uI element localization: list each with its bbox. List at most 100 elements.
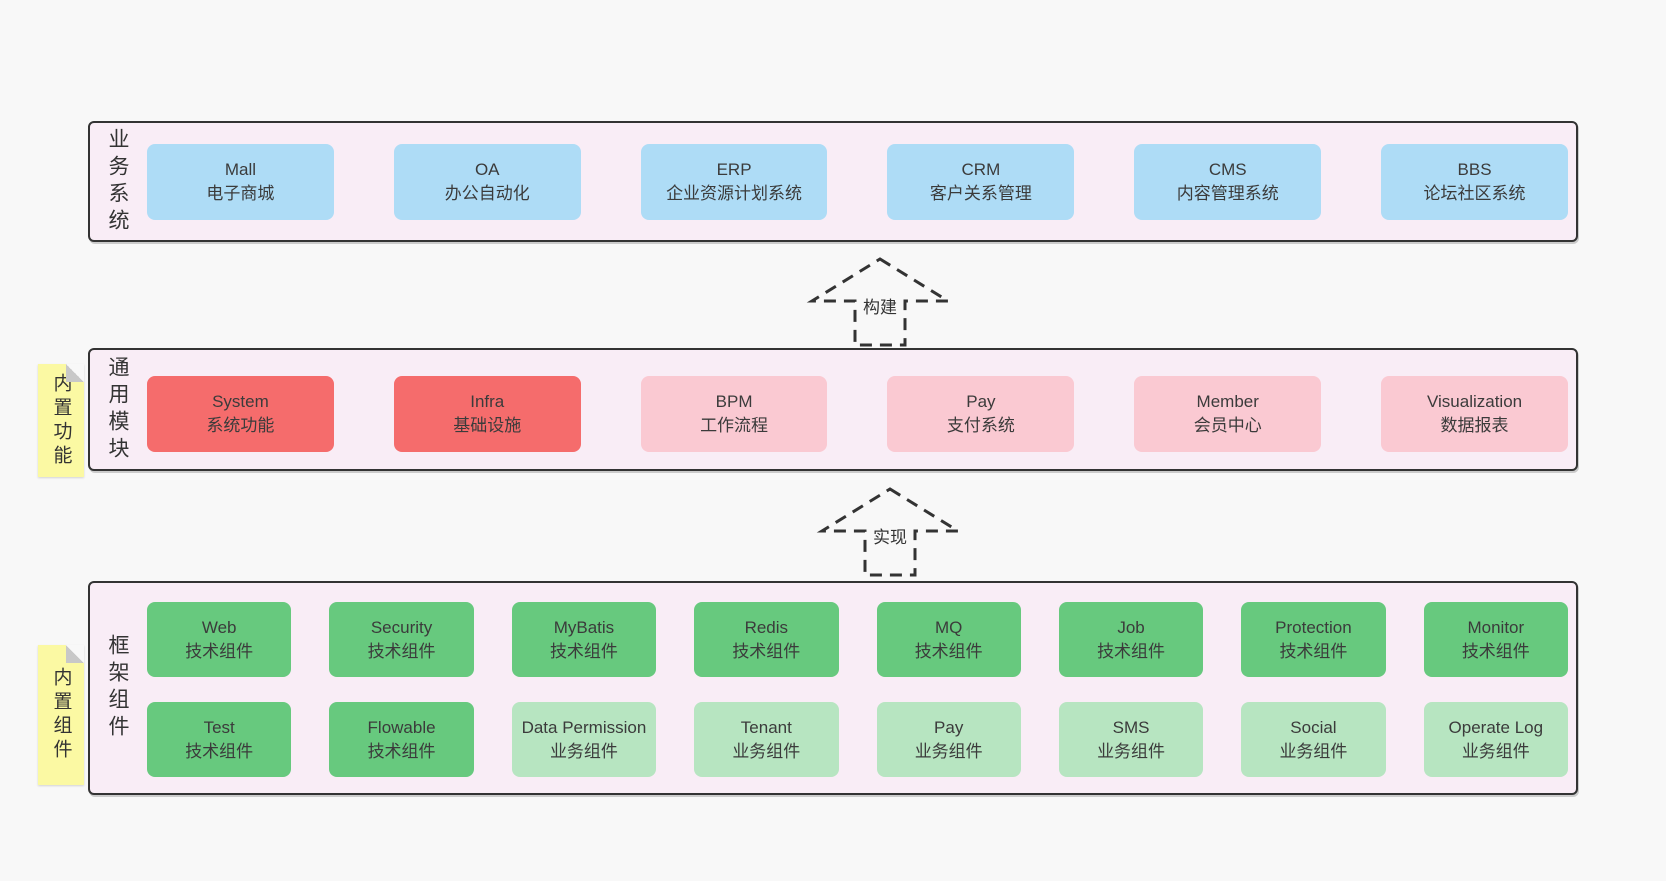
- module-box-job: Job 技术组件: [1058, 602, 1204, 677]
- module-title: Monitor: [1467, 617, 1525, 637]
- module-subtitle: 内容管理系统: [1176, 184, 1279, 203]
- dashed-up-arrow-icon: [806, 257, 954, 347]
- build-arrow-label: 构建: [860, 293, 900, 318]
- module-subtitle: 技术组件: [367, 741, 436, 761]
- module-title: CMS: [1208, 160, 1247, 179]
- module-title: Social: [1290, 717, 1337, 737]
- module-box-operate-log: Operate Log 业务组件: [1423, 702, 1568, 777]
- module-box-crm: CRM 客户关系管理: [887, 144, 1075, 220]
- module-subtitle: 业务组件: [1461, 741, 1530, 761]
- module-subtitle: 会员中心: [1193, 416, 1262, 435]
- sticky-note-built-in-features: 内置功能: [38, 364, 84, 477]
- module-subtitle: 支付系统: [946, 416, 1015, 435]
- module-box-pay: Pay 业务组件: [876, 702, 1021, 777]
- band-label-business-systems: 业务系统: [100, 123, 134, 240]
- module-title: Flowable: [367, 717, 436, 737]
- note-text: 内置功能: [50, 372, 72, 469]
- module-title: MQ: [934, 617, 963, 637]
- module-title: Security: [370, 617, 433, 637]
- module-title: Data Permission: [521, 717, 647, 737]
- module-box-visualization: Visualization 数据报表: [1381, 376, 1568, 452]
- module-subtitle: 技术组件: [1097, 641, 1166, 661]
- module-title: Redis: [744, 617, 789, 637]
- module-subtitle: 技术组件: [1461, 641, 1530, 661]
- folded-corner-icon: [66, 364, 84, 382]
- module-subtitle: 工作流程: [700, 416, 769, 435]
- dashed-up-arrow-icon: [816, 487, 964, 577]
- module-box-bbs: BBS 论坛社区系统: [1381, 144, 1568, 220]
- band-common-modules: 通用模块 System 系统功能 Infra 基础设施 BPM 工作流程 Pay 支付系统 Me…: [88, 348, 1578, 471]
- module-subtitle: 数据报表: [1440, 416, 1509, 435]
- module-title: Pay: [934, 717, 964, 737]
- module-title: ERP: [716, 160, 752, 179]
- module-subtitle: 技术组件: [367, 641, 436, 661]
- band-label-framework-components: 框架组件: [100, 583, 134, 793]
- band-business-systems: 业务系统 Mall 电子商城 OA 办公自动化 ERP 企业资源计划系统 CRM 客户关系管理…: [88, 121, 1578, 242]
- module-box-monitor: Monitor 技术组件: [1423, 602, 1568, 677]
- module-box-flowable: Flowable 技术组件: [329, 702, 474, 777]
- module-subtitle: 技术组件: [185, 741, 254, 761]
- module-title: Web: [201, 617, 237, 637]
- module-box-protection: Protection 技术组件: [1241, 602, 1386, 677]
- module-title: Pay: [966, 392, 996, 411]
- module-box-member: Member 会员中心: [1134, 376, 1322, 452]
- module-title: OA: [474, 160, 500, 179]
- module-subtitle: 技术组件: [1279, 641, 1348, 661]
- module-box-system: System 系统功能: [147, 376, 334, 452]
- module-title: Mall: [224, 160, 256, 179]
- module-box-social: Social 业务组件: [1241, 702, 1386, 777]
- module-box-infra: Infra 基础设施: [393, 376, 581, 452]
- module-subtitle: 系统功能: [206, 416, 275, 435]
- module-subtitle: 业务组件: [1279, 741, 1348, 761]
- module-box-data-permission: Data Permission 业务组件: [511, 702, 657, 777]
- module-title: Protection: [1275, 617, 1352, 637]
- module-box-pay: Pay 支付系统: [887, 376, 1075, 452]
- sticky-note-built-in-components: 内置组件: [38, 645, 84, 785]
- module-box-mall: Mall 电子商城: [147, 144, 334, 220]
- implement-arrow: 实现: [815, 486, 965, 578]
- module-subtitle: 技术组件: [914, 641, 983, 661]
- module-subtitle: 业务组件: [1097, 741, 1166, 761]
- business-systems-row: Mall 电子商城 OA 办公自动化 ERP 企业资源计划系统 CRM 客户关系管理 CMS 内容…: [147, 144, 1568, 220]
- module-box-security: Security 技术组件: [329, 602, 474, 677]
- build-arrow: 构建: [805, 256, 955, 348]
- module-box-cms: CMS 内容管理系统: [1134, 144, 1322, 220]
- module-subtitle: 技术组件: [549, 641, 618, 661]
- module-title: Member: [1196, 392, 1259, 411]
- module-subtitle: 业务组件: [914, 741, 983, 761]
- module-box-mq: MQ 技术组件: [876, 602, 1021, 677]
- note-text: 内置组件: [50, 667, 72, 763]
- module-subtitle: 企业资源计划系统: [666, 184, 803, 203]
- module-subtitle: 客户关系管理: [929, 184, 1032, 203]
- module-title: Job: [1117, 617, 1145, 637]
- module-subtitle: 业务组件: [732, 741, 801, 761]
- module-title: BPM: [715, 392, 753, 411]
- module-title: Infra: [470, 392, 505, 411]
- module-title: Visualization: [1426, 392, 1523, 411]
- module-box-mybatis: MyBatis 技术组件: [511, 602, 657, 677]
- module-title: Operate Log: [1448, 717, 1544, 737]
- module-subtitle: 业务组件: [549, 741, 618, 761]
- module-subtitle: 技术组件: [185, 641, 254, 661]
- band-label-text: 通用模块: [106, 355, 129, 464]
- module-subtitle: 基础设施: [453, 416, 522, 435]
- module-subtitle: 电子商城: [206, 184, 275, 203]
- module-box-redis: Redis 技术组件: [694, 602, 839, 677]
- module-subtitle: 办公自动化: [444, 184, 530, 203]
- module-title: BBS: [1457, 160, 1492, 179]
- module-title: CRM: [961, 160, 1001, 179]
- module-subtitle: 论坛社区系统: [1423, 184, 1526, 203]
- module-title: MyBatis: [553, 617, 615, 637]
- band-label-text: 框架组件: [106, 634, 129, 742]
- band-label-text: 业务系统: [106, 127, 129, 236]
- module-title: System: [212, 392, 269, 411]
- implement-arrow-label: 实现: [870, 523, 910, 548]
- module-subtitle: 技术组件: [732, 641, 801, 661]
- module-box-erp: ERP 企业资源计划系统: [640, 144, 828, 220]
- module-box-web: Web 技术组件: [147, 602, 292, 677]
